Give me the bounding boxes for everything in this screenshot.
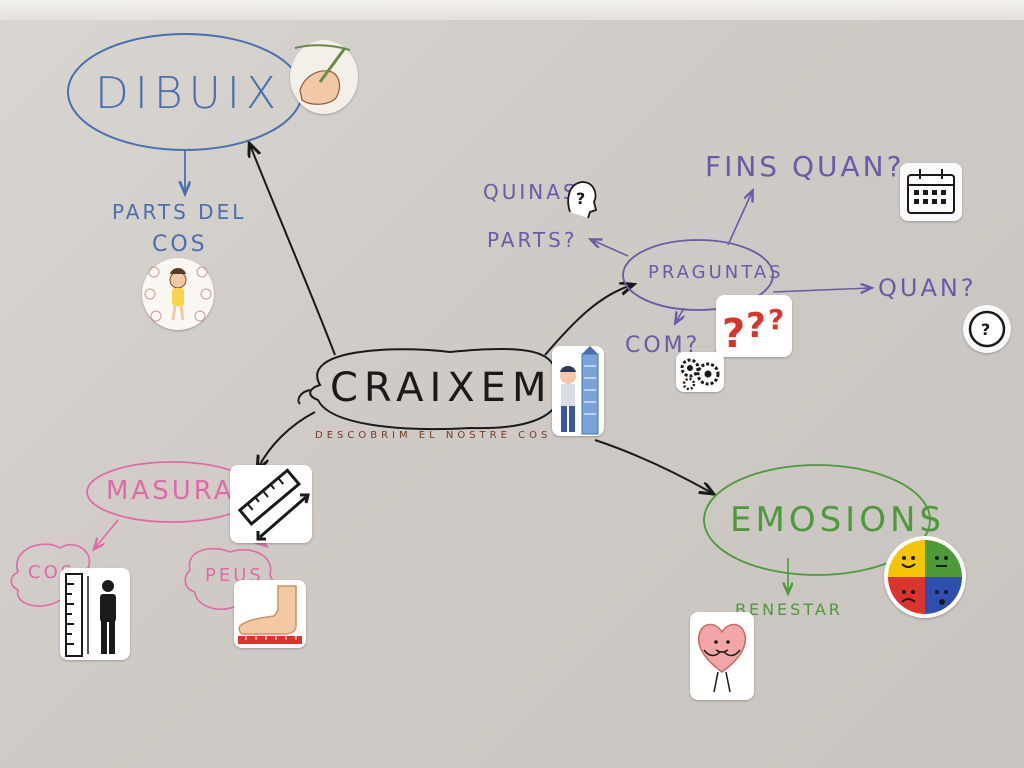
arrow-to-emosions xyxy=(594,439,712,493)
svg-text:?: ? xyxy=(768,303,784,336)
question-fins-quan: FINS QUAN? xyxy=(705,150,905,183)
question-head-icon: ? xyxy=(564,176,600,220)
center-cloud-tail xyxy=(297,389,311,405)
svg-text:?: ? xyxy=(722,311,745,357)
arrow-to-masura xyxy=(258,411,316,468)
arrow-preguntas-to-com xyxy=(676,307,684,322)
arrow-preguntas-to-quinas xyxy=(592,240,629,257)
arrow-preguntas-to-fins xyxy=(727,192,752,246)
ruler-icon xyxy=(230,465,312,543)
emotions-wheel-icon xyxy=(884,536,966,618)
preguntas-cloud xyxy=(622,239,774,311)
gears-icon xyxy=(676,352,724,392)
dibuix-child-label: PARTS DEL xyxy=(112,200,247,224)
calendar-icon xyxy=(900,163,962,221)
question-parts: PARTS? xyxy=(487,228,578,252)
emosions-child-label: BENESTAR xyxy=(735,600,843,619)
svg-text:?: ? xyxy=(746,306,766,346)
foot-measure-icon xyxy=(234,580,306,648)
child-height-chart-icon xyxy=(552,346,604,436)
dibuix-title: DIBUIX xyxy=(95,68,282,119)
question-quan: QUAN? xyxy=(878,274,977,302)
arrow-to-dibuix xyxy=(250,145,336,356)
red-question-marks-icon: ? ? ? xyxy=(716,295,792,357)
center-subtitle: DESCOBRIM EL NOSTRE COS xyxy=(315,430,552,441)
paper-top-edge xyxy=(0,0,1024,20)
question-quinas: QUINAS xyxy=(483,180,579,204)
arrow-to-preguntas xyxy=(544,285,632,356)
svg-text:?: ? xyxy=(576,189,585,208)
arrow-preguntas-to-quan xyxy=(772,288,870,292)
preguntas-title: PRAGUNTAS xyxy=(648,262,784,283)
height-person-icon xyxy=(60,568,130,660)
dibuix-child-label-2: COS xyxy=(152,232,208,257)
clock-question-icon: ? xyxy=(963,305,1011,353)
emosions-title: EMOSIONS xyxy=(730,500,945,540)
masura-title: MASURA xyxy=(106,476,235,506)
arrow-masura-to-cos xyxy=(95,519,119,548)
emosions-cloud xyxy=(703,464,931,576)
body-parts-sticker-icon xyxy=(142,258,214,330)
hand-drawing-icon xyxy=(290,40,358,114)
svg-text:?: ? xyxy=(981,320,990,339)
center-title: CRAIXEM xyxy=(330,365,553,411)
heart-character-icon xyxy=(690,612,754,700)
